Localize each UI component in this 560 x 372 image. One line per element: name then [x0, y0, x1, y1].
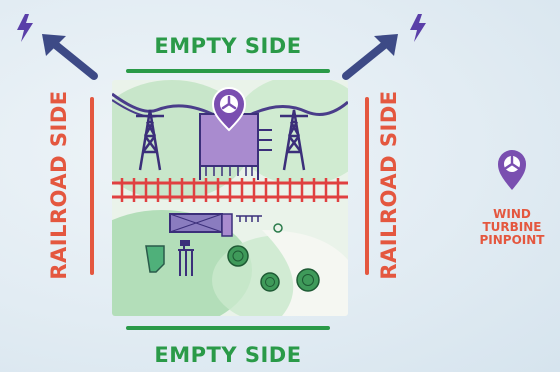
legend-line-3: PINPOINT [479, 233, 545, 247]
legend-line-2: TURBINE [482, 220, 542, 234]
left-railroad-side-line [90, 97, 94, 275]
top-empty-side-label: EMPTY SIDE [154, 34, 302, 58]
bottom-empty-side-label: EMPTY SIDE [154, 343, 302, 367]
top-empty-side-line [126, 69, 330, 73]
left-railroad-side-label: RAILROAD SIDE [47, 90, 71, 280]
wind-turbine-pinpoint-icon [498, 150, 526, 190]
lightning-bolt-icon [17, 14, 33, 42]
legend-line-1: WIND [493, 207, 531, 221]
diagonal-arrow-icon [342, 34, 398, 80]
lightning-bolt-icon [410, 14, 426, 42]
right-railroad-side-line [365, 97, 369, 275]
diagonal-arrow-icon [42, 34, 98, 80]
bottom-empty-side-line [126, 326, 330, 330]
right-railroad-side-label: RAILROAD SIDE [377, 90, 401, 280]
wind-turbine-pinpoint-legend: WIND TURBINE PINPOINT [477, 208, 547, 247]
map-tile [112, 80, 348, 316]
